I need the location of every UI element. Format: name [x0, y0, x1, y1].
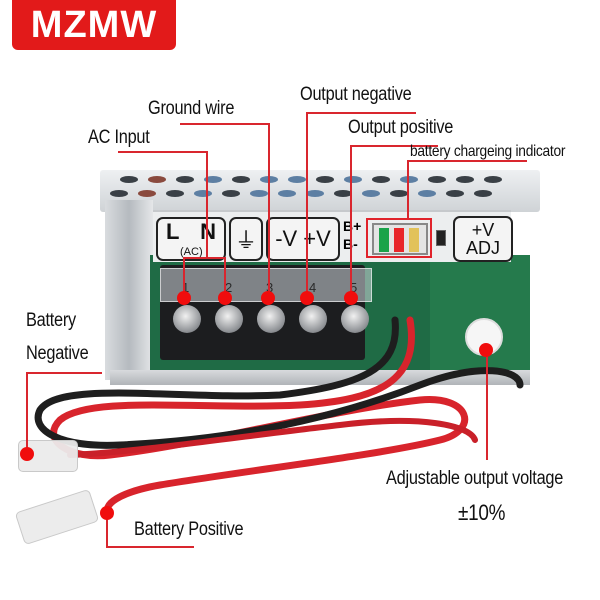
adj-line1-text: +V: [471, 220, 495, 240]
marker-dot-battery-positive: [100, 506, 114, 520]
terminal-number: 4: [309, 280, 317, 295]
screw-terminal-2: [215, 305, 243, 333]
leader-output-negative: [306, 112, 308, 298]
brand-logo: MZMW: [12, 0, 176, 50]
case-side-bracket: [105, 200, 153, 380]
ac-n-text: N: [200, 219, 216, 244]
indicator-highlight-frame: [366, 218, 432, 258]
ac-input-marking: L N (AC): [156, 217, 226, 261]
leader-adjust: [486, 350, 488, 460]
leader-battery-negative: [26, 372, 102, 374]
screw-terminal-5: [341, 305, 369, 333]
ground-symbol-icon: ⏚: [229, 217, 263, 261]
label-adjustable-range: ±10%: [458, 500, 506, 525]
leader-ground: [180, 123, 270, 125]
terminal-number: 5: [350, 280, 358, 295]
voltage-adjust-marking: +V ADJ: [453, 216, 513, 262]
voltage-adjust-potentiometer: [465, 318, 503, 356]
leader-output-negative: [306, 112, 416, 114]
label-battery-negative-2: Negative: [26, 343, 89, 364]
leader-battery-negative: [26, 372, 28, 454]
terminal-number: 1: [182, 280, 190, 295]
indicator-window: [436, 230, 446, 246]
leader-indicator: [407, 160, 527, 162]
marker-dot-terminal-2: [218, 291, 232, 305]
leader-ac-input: [183, 257, 185, 297]
leader-ground: [268, 123, 270, 298]
output-terminal-marking: -V +V: [266, 217, 340, 261]
label-adjustable-voltage: Adjustable output voltage: [386, 468, 564, 489]
leader-ac-input: [183, 257, 225, 259]
neg-v-text: -V: [275, 226, 298, 251]
marker-dot-terminal-1: [177, 291, 191, 305]
leader-battery-positive: [106, 546, 194, 548]
label-battery-indicator: battery chargeing indicator: [410, 143, 566, 160]
ac-sub-text: (AC): [180, 246, 203, 258]
marker-dot-terminal-3: [261, 291, 275, 305]
marker-dot-adjust: [479, 343, 493, 357]
terminal-number: 2: [225, 280, 233, 295]
label-panel: L N (AC) ⏚ -V +V B+ B- +V ADJ: [153, 210, 513, 262]
b-plus-text: B+: [343, 218, 362, 234]
leader-ac-input: [224, 257, 226, 297]
label-battery-negative-1: Battery: [26, 310, 76, 331]
label-ground-wire: Ground wire: [148, 98, 235, 119]
marker-dot-terminal-4: [300, 291, 314, 305]
label-output-positive: Output positive: [348, 117, 454, 138]
marker-dot-battery-negative: [20, 447, 34, 461]
leader-indicator: [407, 160, 409, 218]
label-battery-positive: Battery Positive: [134, 519, 244, 540]
battery-negative-connector: [18, 440, 78, 472]
led-yellow-icon: [409, 228, 419, 252]
label-output-negative: Output negative: [300, 84, 412, 105]
screw-terminal-1: [173, 305, 201, 333]
leader-output-positive: [350, 145, 438, 147]
leader-ac-input: [206, 151, 208, 257]
screw-terminal-3: [257, 305, 285, 333]
label-ac-input: AC Input: [88, 127, 150, 148]
screw-terminal-4: [299, 305, 327, 333]
leader-output-positive: [350, 145, 352, 298]
adj-line2-text: ADJ: [465, 238, 500, 258]
led-green-icon: [379, 228, 389, 252]
leader-ac-input: [118, 151, 208, 153]
marker-dot-terminal-5: [344, 291, 358, 305]
led-red-icon: [394, 228, 404, 252]
ac-l-text: L: [166, 219, 180, 244]
leader-battery-positive: [106, 513, 108, 547]
case-top-vented: [100, 170, 540, 212]
